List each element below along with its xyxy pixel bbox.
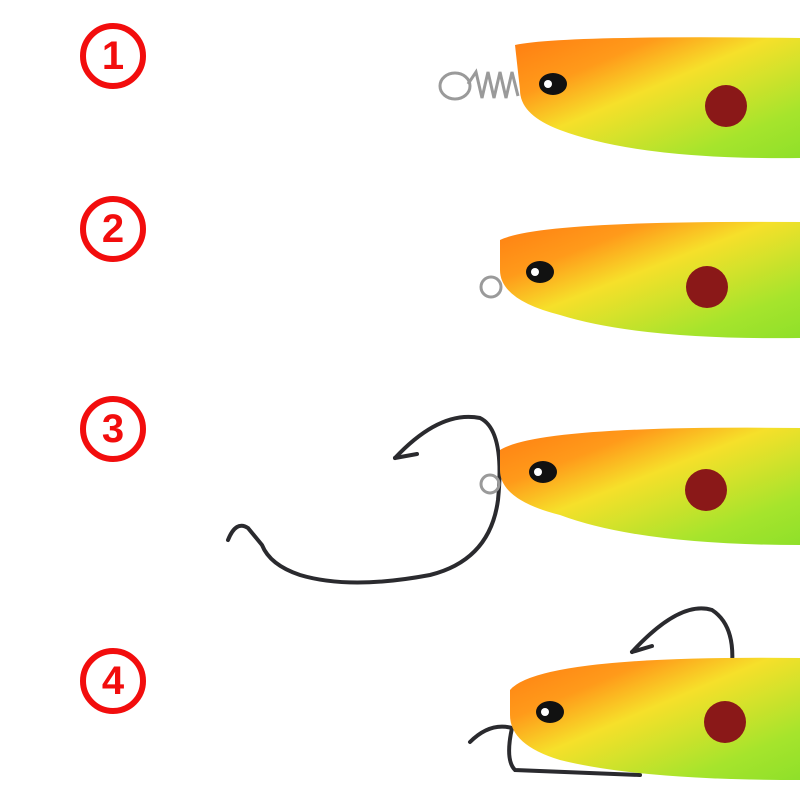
spring-coil-icon [438, 68, 520, 101]
eye-icon [539, 73, 567, 95]
spot [686, 266, 728, 308]
lure-4 [468, 606, 800, 780]
label-1: 1 [80, 23, 146, 89]
label-3: 3 [80, 396, 146, 462]
lure-2 [479, 221, 800, 339]
spot [705, 85, 747, 127]
spot [704, 701, 746, 743]
eye-icon [529, 461, 557, 483]
hook-icon [468, 606, 735, 777]
eye-icon [526, 261, 554, 283]
spot [685, 469, 727, 511]
eye-icon [536, 701, 564, 723]
label-2: 2 [80, 196, 146, 262]
lure-1 [438, 37, 800, 159]
ring-icon [479, 275, 503, 299]
label-4: 4 [80, 648, 146, 714]
lure-3 [226, 414, 800, 585]
hook-icon [226, 414, 502, 585]
